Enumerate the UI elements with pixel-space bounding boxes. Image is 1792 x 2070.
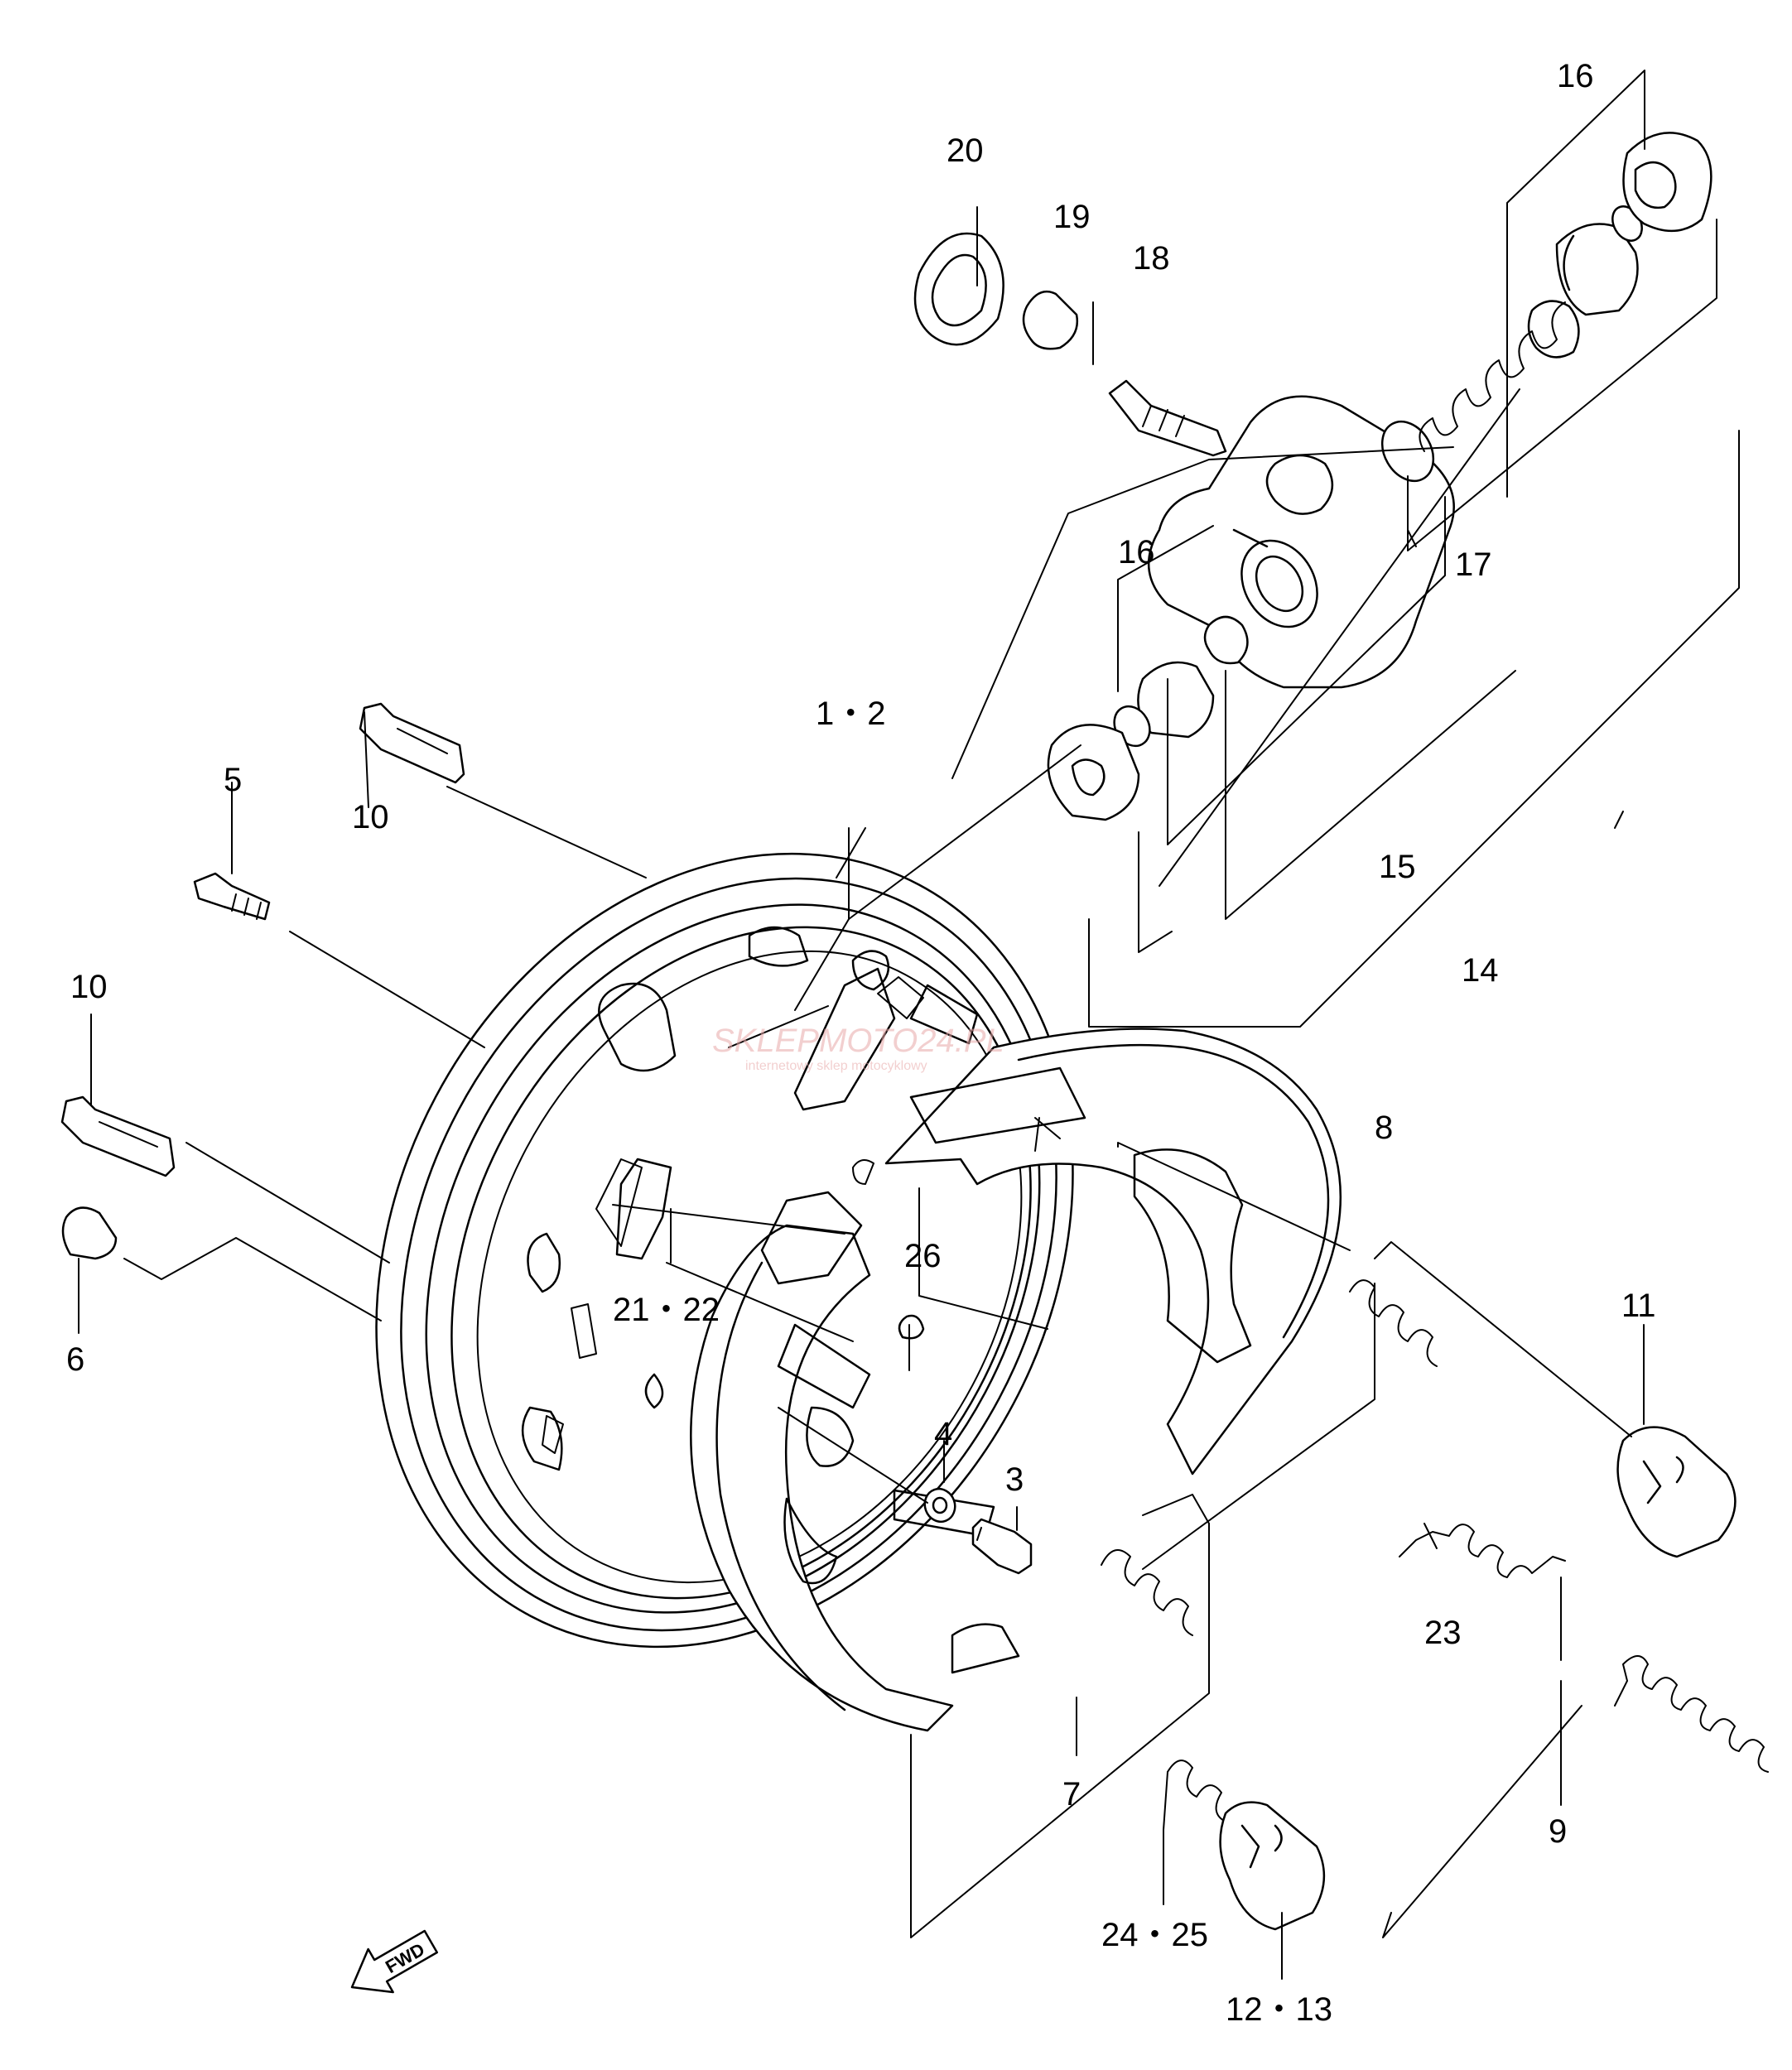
brake-shoe-front	[690, 1224, 1020, 1732]
label-16-mid: 16	[1118, 534, 1155, 570]
hold-down-clip-lower	[1219, 1801, 1326, 1931]
label-3: 3	[1005, 1461, 1024, 1498]
wheel-cylinder	[1147, 395, 1455, 689]
label-18: 18	[1133, 240, 1170, 277]
label-17: 17	[1455, 546, 1492, 583]
backing-plate	[375, 852, 1074, 1649]
cylinder-spring	[1419, 301, 1566, 452]
brake-shoe-rear	[884, 1028, 1342, 1475]
label-10-top: 10	[352, 799, 389, 835]
label-23: 23	[1424, 1615, 1462, 1651]
label-8: 8	[1375, 1110, 1393, 1146]
nut	[61, 1206, 118, 1260]
return-spring-lower	[1614, 1655, 1769, 1773]
adjuster-spring	[1399, 1524, 1566, 1578]
label-9: 9	[1549, 1813, 1567, 1850]
bleeder-screw	[1108, 379, 1227, 457]
label-1-2: 1・2	[816, 696, 886, 732]
label-4: 4	[934, 1416, 952, 1452]
cylinder-boot-right	[1622, 132, 1713, 233]
part-labels: 16 20 19 18 16 17 1・2 10 5 15 14 10 8 26…	[66, 58, 1656, 2028]
shoe-bracket	[760, 1191, 863, 1285]
return-spring-upper	[1349, 1279, 1438, 1367]
label-16-top: 16	[1557, 58, 1594, 94]
dust-plug	[913, 232, 1004, 346]
cylinder-cup-left	[1203, 615, 1249, 665]
cylinder-boot-left	[1047, 724, 1140, 821]
return-spring-mid	[1101, 1549, 1193, 1636]
label-10-left: 10	[70, 969, 108, 1005]
label-19: 19	[1053, 199, 1091, 235]
label-21-22: 21・22	[613, 1292, 720, 1328]
hold-down-clip-right	[1616, 1426, 1737, 1558]
leader-lines	[78, 70, 1740, 1980]
watermark: SKLEPMOTO24.PL internetowy sklep motocyk…	[712, 1023, 1004, 1073]
watermark-subtitle: internetowy sklep motocyklowy	[745, 1059, 927, 1073]
label-24-25: 24・25	[1101, 1917, 1208, 1953]
label-5: 5	[224, 762, 242, 798]
cylinder-piston-right	[1555, 205, 1643, 316]
label-12-13: 12・13	[1226, 1991, 1332, 2028]
label-7: 7	[1062, 1776, 1081, 1812]
fwd-arrow-icon: FWD	[350, 1929, 439, 1994]
label-11: 11	[1621, 1288, 1656, 1324]
washer	[923, 1487, 956, 1524]
label-26: 26	[904, 1238, 942, 1274]
label-20: 20	[947, 132, 984, 169]
clip-small	[898, 1314, 925, 1340]
stud-bolt-lower	[60, 1095, 176, 1177]
label-15: 15	[1379, 849, 1416, 885]
label-14: 14	[1462, 952, 1499, 989]
watermark-text: SKLEPMOTO24.PL	[712, 1023, 1004, 1059]
stud-bolt-upper	[359, 702, 465, 784]
label-6: 6	[66, 1341, 84, 1378]
bleeder-cap	[1022, 290, 1079, 350]
bolt	[971, 1518, 1033, 1575]
flange-bolt	[193, 872, 271, 921]
